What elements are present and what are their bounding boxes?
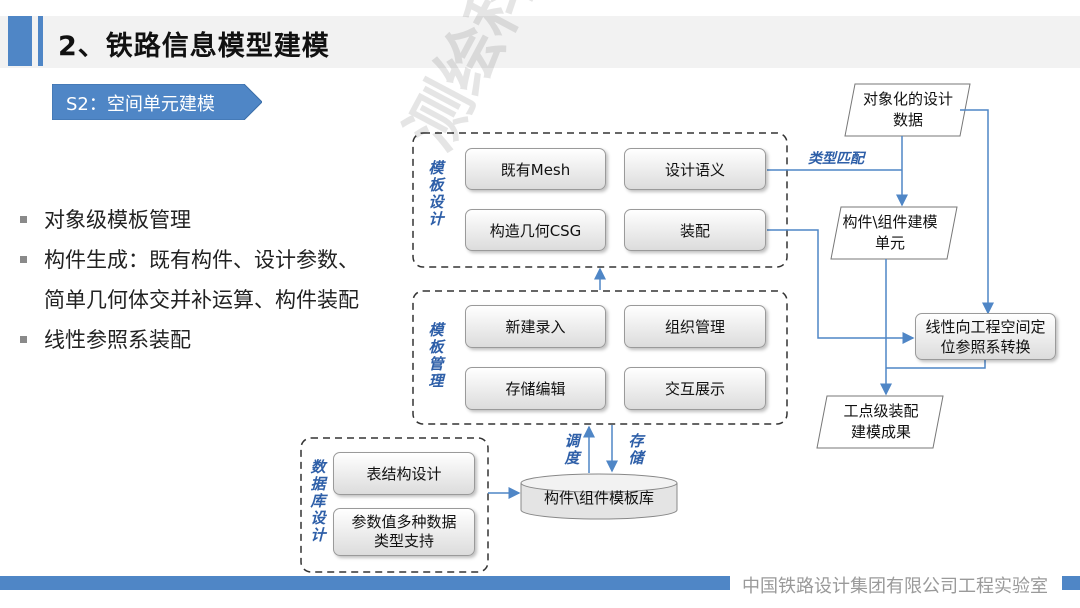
edge-label-type-match: 类型匹配	[808, 151, 864, 167]
title-accent-bar	[8, 16, 32, 66]
node-component-unit: 构件\组件建模单元	[842, 213, 938, 252]
node-existing-mesh: 既有Mesh	[465, 148, 606, 190]
bullet-text: 对象级模板管理	[44, 208, 191, 232]
object-to-linear-arrow	[960, 109, 994, 315]
node-object-data: 对象化的设计数据	[862, 90, 953, 129]
node-linear-ref: 线性向工程空间定位参照系转换	[915, 313, 1056, 360]
node-template-library: 构件\组件模板库	[543, 488, 655, 507]
bullet-item: 对象级模板管理	[18, 200, 398, 240]
node-param-types: 参数值多种数据类型支持	[333, 508, 475, 556]
group-label-db-design: 数据库设计	[310, 458, 326, 544]
bullet-text-continued: 简单几何体交并补运算、构件装配	[44, 288, 359, 312]
title-bar	[0, 16, 1080, 68]
node-design-semantics: 设计语义	[624, 148, 766, 190]
footer-text: 中国铁路设计集团有限公司工程实验室	[742, 576, 1048, 597]
bullet-item: 构件生成：既有构件、设计参数、 简单几何体交并补运算、构件装配	[18, 240, 398, 320]
node-table-design: 表结构设计	[333, 452, 475, 495]
bullet-text: 线性参照系装配	[44, 328, 191, 352]
node-csg: 构造几何CSG	[465, 209, 606, 251]
site-result-shape	[816, 395, 944, 449]
linear-to-result-line	[886, 360, 986, 369]
bullet-item: 线性参照系装配	[18, 320, 398, 360]
node-interactive-display: 交互展示	[624, 367, 766, 410]
footer-bar-end	[1062, 576, 1080, 590]
group-label-template-mgmt: 模板管理	[428, 321, 444, 390]
section-tag-label: S2：空间单元建模	[66, 94, 215, 115]
object-data-shape	[844, 83, 971, 137]
page-title: 2、铁路信息模型建模	[58, 31, 330, 62]
assembly-to-linear-arrow	[767, 229, 915, 344]
template-design-group	[412, 132, 788, 268]
section-tag-arrow-shape	[52, 84, 262, 120]
node-storage-edit: 存储编辑	[465, 367, 606, 410]
template-library-cylinder	[520, 473, 678, 520]
group-label-template-design: 模板设计	[428, 159, 444, 228]
template-mgmt-group	[412, 290, 788, 425]
edge-label-store: 存储	[628, 432, 644, 467]
bullet-list: 对象级模板管理 构件生成：既有构件、设计参数、 简单几何体交并补运算、构件装配 …	[18, 200, 398, 360]
node-new-entry: 新建录入	[465, 305, 606, 348]
node-org-mgmt: 组织管理	[624, 305, 766, 348]
section-tag: S2：空间单元建模	[52, 84, 262, 120]
footer-bar	[0, 576, 730, 590]
node-site-result: 工点级装配建模成果	[843, 402, 919, 441]
component-unit-shape	[830, 206, 958, 260]
bullet-text: 构件生成：既有构件、设计参数、	[44, 248, 359, 272]
node-assembly: 装配	[624, 209, 766, 251]
bullet-square-icon	[20, 256, 27, 263]
title-accent-line	[38, 16, 43, 66]
edge-label-schedule: 调度	[564, 432, 580, 467]
bullet-square-icon	[20, 216, 27, 223]
bullet-square-icon	[20, 336, 27, 343]
